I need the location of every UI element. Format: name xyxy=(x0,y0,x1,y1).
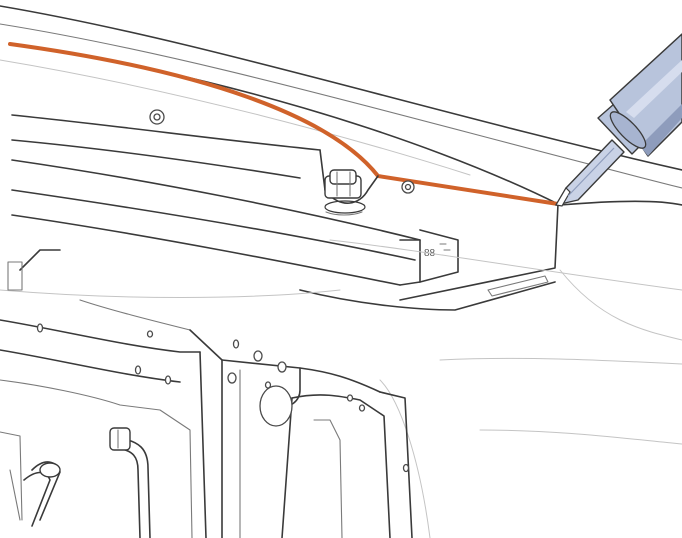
sealant-bead xyxy=(8,42,560,206)
sealant-tube-icon xyxy=(555,33,682,207)
firewall-holes xyxy=(36,323,410,473)
cowl-crossmember: 88 xyxy=(11,114,559,311)
fluid-hose xyxy=(0,427,151,538)
bolt-icon xyxy=(324,169,366,216)
firewall-structure xyxy=(0,239,682,538)
panel-screw-left xyxy=(149,109,165,125)
panel-screw-right xyxy=(401,180,415,194)
